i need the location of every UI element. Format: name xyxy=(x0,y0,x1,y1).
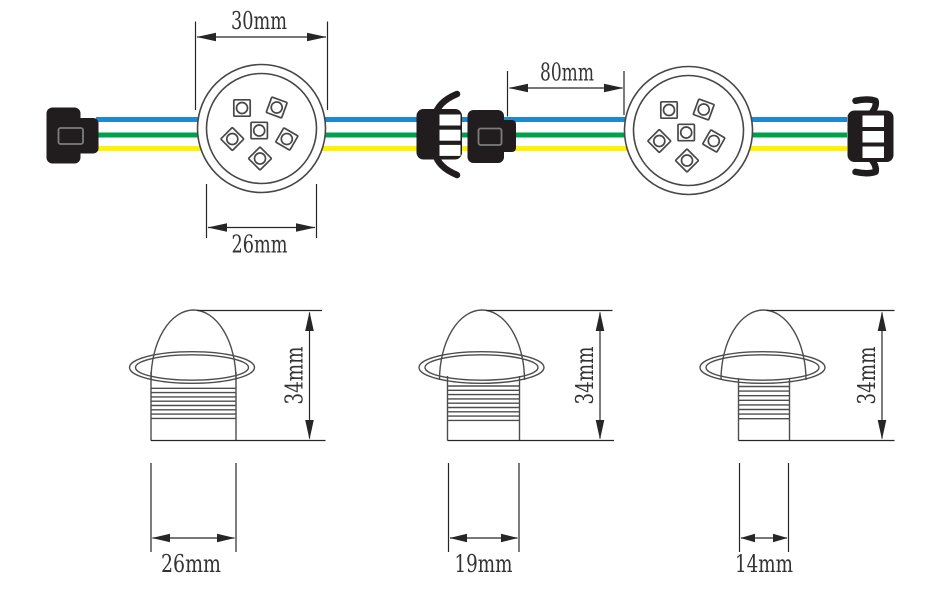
side-view-2: 34mm 19mm xyxy=(418,309,614,578)
led-chip xyxy=(220,126,245,152)
led-chip xyxy=(250,121,269,140)
led-module-1 xyxy=(196,63,327,194)
dim-label-19mm: 19mm xyxy=(455,550,513,578)
flange-inner xyxy=(134,354,250,381)
led-chip xyxy=(674,148,700,173)
dim-outer-diameter: 30mm xyxy=(194,7,329,110)
flange-outer xyxy=(128,351,256,385)
connector-female-mid xyxy=(467,110,516,163)
flange-inner xyxy=(705,354,820,381)
dim-module-spacing: 80mm xyxy=(506,59,625,117)
dim-label-26mm-bottom: 26mm xyxy=(161,550,221,578)
led-chip xyxy=(275,127,299,151)
flange-outer xyxy=(699,351,826,385)
thread-lines xyxy=(151,387,236,420)
led-chip xyxy=(265,96,288,119)
led-chip xyxy=(659,100,679,120)
led-chip xyxy=(647,128,672,154)
thread-lines xyxy=(738,385,790,420)
dim-label-30mm: 30mm xyxy=(231,7,287,35)
dim-label-34mm-3: 34mm xyxy=(853,346,881,404)
led-chip xyxy=(247,146,273,171)
dim-height: 34mm xyxy=(151,309,326,442)
dome-lens xyxy=(438,309,526,381)
dim-height: 34mm xyxy=(738,309,895,442)
dim-label-34mm-1: 34mm xyxy=(281,346,309,404)
connector-latch-window xyxy=(57,127,84,145)
connector-latch-window xyxy=(477,127,503,146)
connector-male-mid xyxy=(416,90,462,179)
flange-inner xyxy=(424,354,539,381)
led-chip xyxy=(677,123,696,142)
side-view-3: 34mm 14mm xyxy=(699,309,895,578)
dim-width: 19mm xyxy=(447,463,520,578)
dim-label-34mm-2: 34mm xyxy=(571,346,599,404)
dim-width: 26mm xyxy=(150,463,237,578)
thread-lines xyxy=(447,385,520,422)
dome-lens xyxy=(720,309,807,381)
led-chip xyxy=(692,98,715,121)
side-view-1: 34mm 26mm xyxy=(128,309,326,578)
flange-outer xyxy=(418,351,545,385)
dim-inner-diameter: 26mm xyxy=(205,184,318,259)
led-chip xyxy=(702,129,726,153)
top-view: 30mm 26mm 80mm xyxy=(46,7,894,259)
dim-label-14mm: 14mm xyxy=(735,550,793,578)
dim-label-80mm: 80mm xyxy=(540,59,594,87)
led-module-2 xyxy=(623,65,754,196)
dim-height: 34mm xyxy=(447,309,614,442)
dome-lens xyxy=(150,309,237,381)
dim-width: 14mm xyxy=(735,463,793,578)
dim-label-26mm-top: 26mm xyxy=(232,231,288,259)
led-chip xyxy=(232,98,252,118)
connector-female-left xyxy=(46,107,99,164)
connector-male-right xyxy=(847,96,894,177)
